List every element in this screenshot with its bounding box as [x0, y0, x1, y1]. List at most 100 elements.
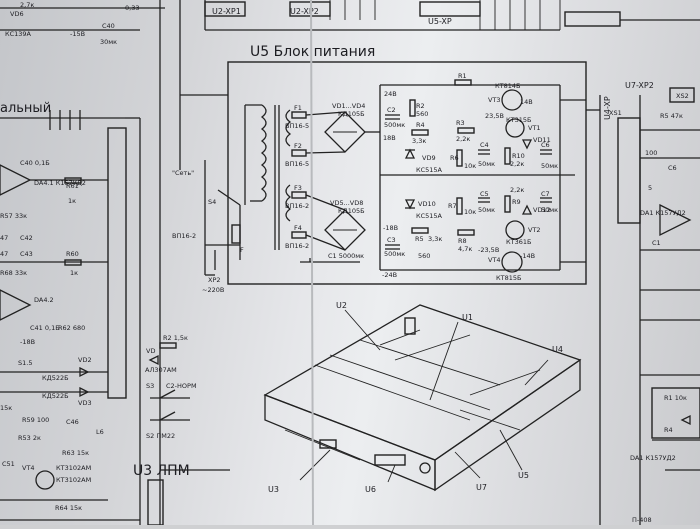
c5-label: C5: [480, 190, 489, 198]
left-minus18: -18В: [20, 338, 35, 346]
c40-label: C40 0,1Б: [20, 159, 50, 167]
r10-value: 2,2к: [510, 160, 524, 168]
vt4-label: VT4: [488, 256, 501, 264]
r57-label: R57 33к: [0, 212, 27, 220]
u5-title: U5 Блок питания: [250, 44, 375, 60]
drawing-u1: U1: [462, 313, 473, 322]
r68-label: R68 33к: [0, 269, 27, 277]
right-r4: R4: [664, 426, 673, 434]
val-100: 100: [645, 149, 657, 157]
val-033: 0,33: [125, 4, 139, 12]
r64-label: R64 15к: [55, 504, 82, 512]
c41-label: C41 0,1Б: [30, 324, 60, 332]
r6-value: 10к: [464, 162, 476, 170]
r5-value: 560: [418, 252, 430, 260]
bridge1-type: КД105Б: [338, 110, 365, 118]
c7-label: C7: [541, 190, 550, 198]
c2-label: C2: [387, 106, 396, 114]
v-minus18: -18В: [383, 224, 398, 232]
vd11-label: VD11: [533, 136, 551, 144]
v-plus14: 14В: [520, 98, 533, 106]
v-plus235: 23,5В: [485, 112, 504, 120]
vt3-label: VT3: [488, 96, 501, 104]
c3-value: 500мк: [384, 250, 405, 258]
u7-xp-label: U7-XP2: [625, 81, 654, 90]
right-r5: R5 47к: [660, 112, 683, 120]
c40top-label: C40: [102, 22, 115, 30]
right-da1-top: DA1 К157УД2: [640, 209, 686, 217]
vd9-label: VD9: [422, 154, 436, 162]
r61-value: 1к: [68, 197, 76, 205]
c6-label: C6: [541, 141, 550, 149]
s15-label: S1.5: [18, 359, 32, 367]
v-plus18: 18В: [383, 134, 396, 142]
vd6-label: VD6: [10, 10, 24, 18]
kt3102a-label: КТ3102АМ: [56, 464, 91, 472]
c4-label: C4: [480, 141, 489, 149]
right-c1: C1: [652, 239, 661, 247]
r6-label: R6: [450, 154, 459, 162]
u5-power-block: U5 Блок питания S4 "Сеть" ВП16-2 F XP2 ~…: [172, 44, 587, 294]
footer-code: П-408: [632, 516, 652, 524]
fuse-note-3: ВП16-2: [285, 202, 309, 210]
r9-value: 2,2к: [510, 186, 524, 194]
c2-value: 500мк: [384, 121, 405, 129]
xs2-label: XS2: [676, 92, 689, 100]
r60-value: 1к: [70, 269, 78, 277]
l6-label: L6: [96, 428, 104, 436]
device-drawing: U2 U1 U4 U5 U7 U6 U3: [263, 301, 582, 494]
r60-label: R60: [66, 250, 79, 258]
r3-label: R3: [456, 119, 465, 127]
r2-value: 560: [416, 110, 428, 118]
mid-s2: S2 ПМ22: [146, 432, 175, 440]
fuse-note-2: ВП16-5: [285, 160, 309, 168]
mid-r2: R2 1,5к: [163, 334, 188, 342]
fuse-note-1: ВП16-5: [285, 122, 309, 130]
fuse-value: F: [240, 246, 244, 254]
right-r1: R1 10к: [664, 394, 687, 402]
drawing-u6: U6: [365, 485, 376, 494]
v-minus235: -23,5В: [478, 246, 499, 254]
r8-value: 4,7к: [458, 245, 472, 253]
vt3-type: КТ814Б: [495, 82, 520, 90]
r1-label: R1: [458, 72, 467, 80]
c6-value: 50мк: [541, 162, 558, 170]
vd10-label: VD10: [418, 200, 436, 208]
v-minus24: -24В: [382, 271, 397, 279]
val-27k: 2,7к: [20, 1, 34, 9]
val-15k: 15к: [0, 404, 12, 412]
r59-label: R59 100: [22, 416, 49, 424]
vt4-left-label: VT4: [22, 464, 35, 472]
mid-vd: VD: [146, 347, 155, 355]
u2-xp2-label: U2-XP2: [290, 7, 319, 16]
drawing-u5: U5: [518, 471, 529, 480]
middle-switches: R2 1,5к VD АЛ307АМ S3 С2-НОРМ S2 ПМ22 U3…: [133, 334, 230, 526]
vd12-label: VD12: [533, 206, 551, 214]
f2-label: F2: [294, 142, 302, 150]
plug-label: XP2: [208, 276, 221, 284]
kt3102b-label: КТ3102АМ: [56, 476, 91, 484]
vt1-type: КТ315Б: [506, 116, 531, 124]
paper-fold: [310, 0, 314, 526]
r63-label: R63 15к: [62, 449, 89, 457]
c5-value: 50мк: [478, 206, 495, 214]
r8-value-left: 3,3к: [428, 235, 442, 243]
u2-xp1-label: U2-XP1: [212, 7, 241, 16]
r4-label: R4: [416, 121, 425, 129]
vd10-type: КС515А: [416, 212, 443, 220]
left-block: альный DA4.1 К157УД2 C40 0,1Б R61 1к R57…: [0, 90, 228, 525]
r3-value: 2,2к: [456, 135, 470, 143]
r7-label: R7: [448, 202, 457, 210]
kd522-label: КД522Б: [42, 374, 69, 382]
c40top-val: 30мк: [100, 38, 117, 46]
kd522b-label: КД522Б: [42, 392, 69, 400]
drawing-u3: U3: [268, 485, 279, 494]
c51-label: C51: [2, 460, 15, 468]
mid-s3: S3: [146, 382, 154, 390]
vt2-type: КТ361Б: [506, 238, 531, 246]
v-plus24: 24В: [384, 90, 397, 98]
r9-label: R9: [512, 198, 521, 206]
right-block: XS1 U7-XP2 U4-XP XS2 R5 47к 100 C6 5 DA1…: [586, 81, 700, 525]
drawing-u4: U4: [552, 345, 563, 354]
